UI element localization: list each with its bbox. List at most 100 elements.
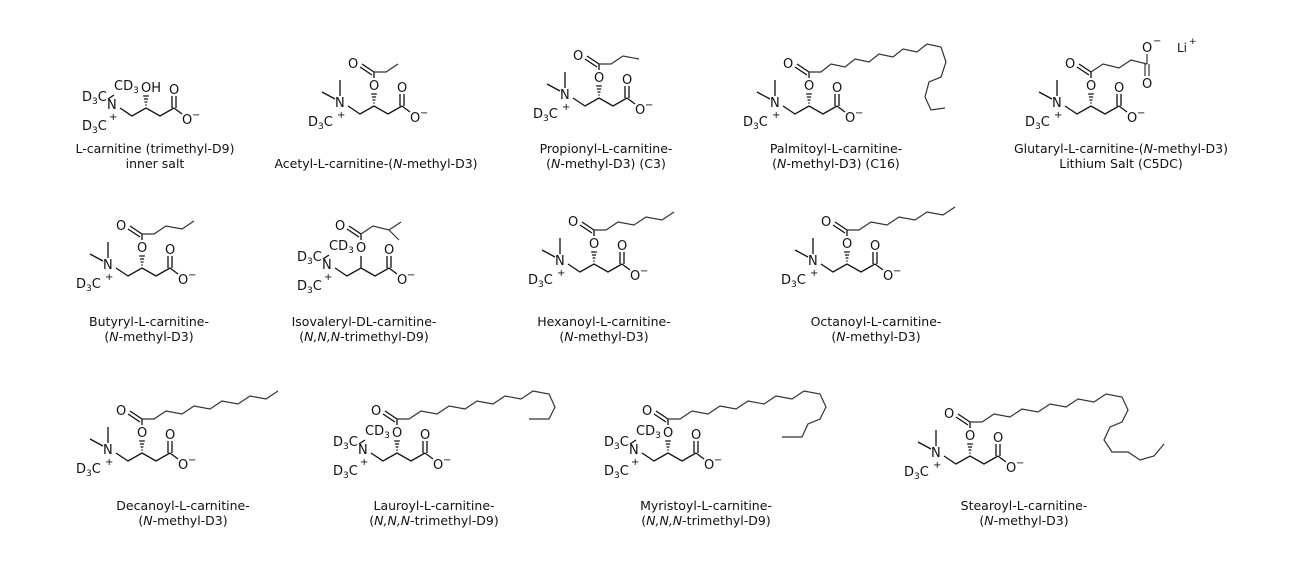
ester-carbonyl-oxygen: O (116, 404, 126, 419)
caption-line: (N-methyl-D3) (559, 329, 649, 344)
carbonyl-oxygen: O (832, 81, 842, 96)
cd3-group: D3C (308, 115, 333, 132)
positive-charge: + (631, 457, 639, 468)
cd3-group: D3C (76, 277, 101, 294)
methyl-bonds (756, 80, 776, 100)
ester-carbonyl-bonds (579, 221, 595, 236)
acyl-chain (599, 55, 640, 65)
backbone-bonds (370, 452, 426, 462)
compound-caption: Decanoyl-L-carnitine-(N-methyl-D3) (116, 498, 249, 528)
bond (322, 254, 330, 260)
caption-line: Lithium Salt (C5DC) (1059, 156, 1183, 171)
carboxylate-bonds (422, 441, 434, 460)
positive-charge: + (105, 457, 113, 468)
cd3-group: D3C (781, 273, 806, 290)
negative-charge: − (192, 110, 200, 121)
nitrogen-atom: N (358, 443, 368, 458)
ester-carbonyl-oxygen: O (116, 219, 126, 234)
carbonyl-oxygen: O (165, 428, 175, 443)
negative-charge: − (1016, 458, 1024, 469)
positive-charge: + (557, 268, 565, 279)
caption-line: (N-methyl-D3) (831, 329, 921, 344)
carboxylate-bonds (1116, 94, 1128, 113)
cd3-group: CD3 (636, 424, 661, 441)
caption-line: L-carnitine (trimethyl-D9) (75, 141, 235, 156)
negative-charge: − (1153, 36, 1161, 47)
carboxylate-bonds (386, 256, 398, 275)
bond (629, 439, 637, 445)
cd3-group: D3C (82, 90, 107, 107)
hashed-wedge-bond (967, 443, 973, 454)
isovaleryl-chain (360, 221, 402, 241)
negative-charge: − (640, 266, 648, 277)
hashed-wedge-bond (394, 440, 400, 451)
negative-charge: − (855, 108, 863, 119)
compound-caption: Isovaleryl-DL-carnitine-(N,N,N-trimethyl… (292, 314, 437, 344)
ester-carbonyl-oxygen: O (568, 215, 578, 230)
carboxylate-oxygen: O (1127, 111, 1137, 126)
methyl-bonds (1038, 80, 1058, 100)
ester-carbonyl-bonds (794, 63, 810, 78)
nitrogen-atom: N (103, 258, 113, 273)
caption-line: (N,N,N-trimethyl-D9) (641, 513, 771, 528)
ester-oxygen: O (137, 241, 147, 256)
positive-charge: + (105, 272, 113, 283)
acyl-chain (594, 211, 675, 231)
methyl-bonds (89, 242, 109, 262)
cd3-group: CD3 (365, 424, 390, 441)
cd3-group: D3C (82, 119, 107, 136)
carboxylate-bonds (872, 252, 884, 271)
hashed-wedge-bond (665, 440, 671, 451)
ester-oxygen: O (594, 71, 604, 86)
ester-oxygen: O (369, 79, 379, 94)
methyl-bonds (321, 80, 341, 100)
backbone-bonds (1064, 105, 1120, 115)
carboxylate-oxygen: O (1006, 461, 1016, 476)
compound-caption: Glutaryl-L-carnitine-(N-methyl-D3)Lithiu… (1014, 141, 1228, 171)
caption-line: (N-methyl-D3) (C3) (546, 156, 666, 171)
carbonyl-oxygen: O (420, 428, 430, 443)
ester-oxygen: O (392, 426, 402, 441)
hashed-wedge-bond (1088, 93, 1094, 104)
ester-oxygen: O (842, 237, 852, 252)
carboxylate-bonds (619, 252, 631, 271)
caption-line: Isovaleryl-DL-carnitine- (291, 314, 437, 329)
carboxylate-oxygen: O (178, 458, 188, 473)
acyl-chain (970, 393, 1165, 461)
carboxylate-oxygen: O (635, 103, 645, 118)
ester-oxygen: O (356, 241, 366, 256)
ester-oxygen: O (663, 426, 673, 441)
carboxylate-oxygen: O (433, 458, 443, 473)
carboxylate-bonds (995, 444, 1007, 463)
caption-line: (N-methyl-D3) (C16) (772, 156, 900, 171)
ester-carbonyl-oxygen: O (821, 215, 831, 230)
caption-line: (N-methyl-D3) (979, 513, 1069, 528)
compound-caption: Hexanoyl-L-carnitine-(N-methyl-D3) (537, 314, 670, 344)
cd3-group: D3C (297, 279, 322, 296)
negative-charge: − (893, 266, 901, 277)
caption-line: (N-methyl-D3) (138, 513, 228, 528)
negative-charge: − (420, 108, 428, 119)
hashed-wedge-bond (806, 93, 812, 104)
carboxylate-oxygen: O (845, 111, 855, 126)
compound-caption: Propionyl-L-carnitine-(N-methyl-D3) (C3) (540, 141, 673, 171)
ester-oxygen: O (589, 237, 599, 252)
ester-carbonyl-oxygen: O (348, 57, 358, 72)
ester-carbonyl-bonds (955, 413, 971, 428)
cd3-group: D3C (76, 462, 101, 479)
ester-carbonyl-bonds (127, 410, 143, 425)
nitrogen-atom: N (103, 443, 113, 458)
negative-charge: − (714, 455, 722, 466)
compound-caption: Acetyl-L-carnitine-(N-methyl-D3) (274, 156, 477, 171)
nitrogen-atom: N (931, 446, 941, 461)
nitrogen-atom: N (107, 98, 117, 113)
carbonyl-oxygen: O (617, 239, 627, 254)
negative-charge: − (407, 270, 415, 281)
caption-line: Acetyl-L-carnitine-(N-methyl-D3) (274, 156, 478, 171)
glutaryl-chain (1090, 54, 1150, 76)
negative-charge: − (188, 455, 196, 466)
